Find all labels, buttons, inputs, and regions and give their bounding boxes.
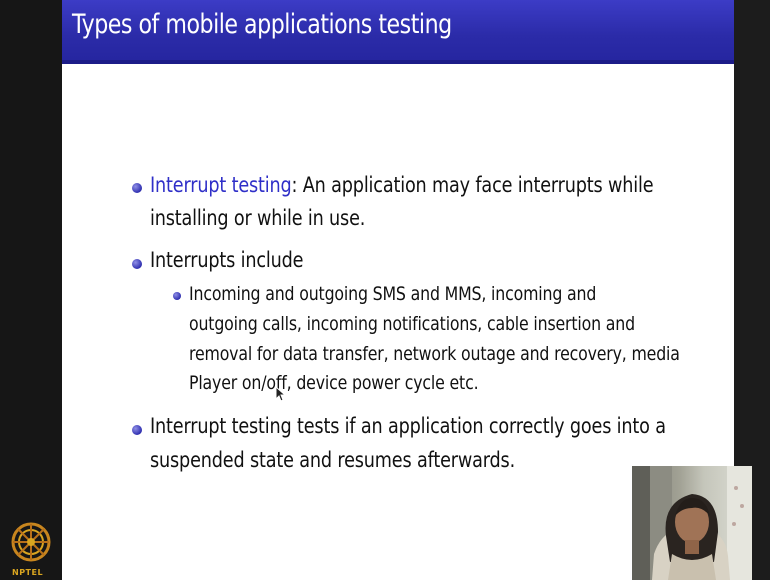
sub-bullet-line-4: Player on/off, device power cycle etc. — [189, 372, 479, 394]
nptel-logo-icon — [11, 522, 51, 562]
interrupt-testing-term: Interrupt testing — [150, 173, 292, 197]
slide-title: Types of mobile applications testing — [72, 9, 452, 40]
bullet-2: Interrupts include — [150, 248, 304, 272]
bullet-1-text: : An application may face interrupts whi… — [291, 173, 654, 197]
bullet-1-line-2: installing or while in use. — [150, 206, 366, 230]
bullet-dot — [132, 183, 142, 193]
bullet-3-line-1: Interrupt testing tests if an applicatio… — [150, 414, 666, 438]
nptel-label: NPTEL — [12, 568, 44, 577]
bullet-dot — [132, 425, 142, 435]
mouse-cursor-icon — [275, 386, 287, 402]
bullet-dot — [132, 259, 142, 269]
slide: Types of mobile applications testing Int… — [62, 0, 734, 580]
sub-bullet-line-3: removal for data transfer, network outag… — [189, 343, 680, 365]
sub-bullet-line-2: outgoing calls, incoming notifications, … — [189, 313, 635, 335]
sub-bullet-dot — [173, 292, 181, 300]
title-bar: Types of mobile applications testing — [62, 0, 734, 64]
bullet-1-line-1: Interrupt testing: An application may fa… — [150, 173, 654, 197]
presenter-video — [632, 466, 752, 580]
sub-bullet-line-1: Incoming and outgoing SMS and MMS, incom… — [189, 283, 597, 305]
left-margin: NPTEL — [0, 0, 62, 580]
bullet-3-line-2: suspended state and resumes afterwards. — [150, 448, 516, 472]
